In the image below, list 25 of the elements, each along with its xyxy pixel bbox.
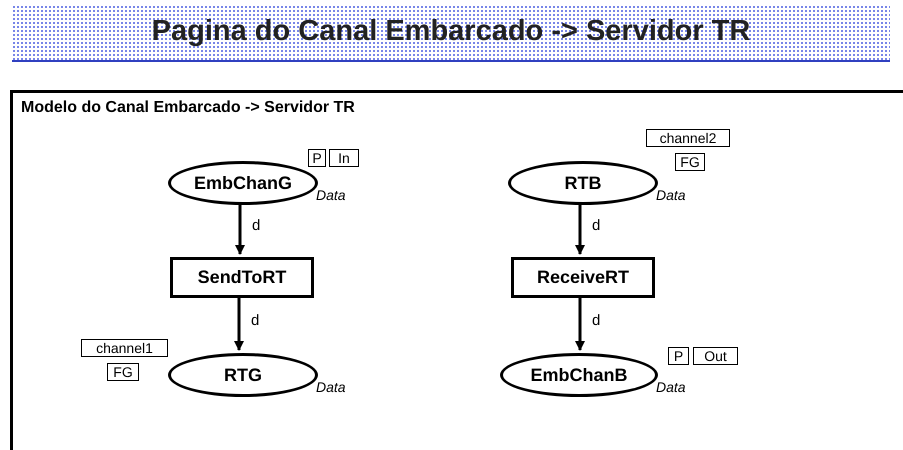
type-label: Data (656, 187, 686, 203)
transition-box: ReceiveRT (511, 257, 655, 298)
tag-box: channel1 (81, 339, 168, 357)
edge-label: d (590, 312, 602, 328)
page-title: Pagina do Canal Embarcado -> Servidor TR (150, 14, 752, 49)
frame-title: Modelo do Canal Embarcado -> Servidor TR (21, 99, 355, 117)
edge-label: d (249, 312, 262, 328)
tag-box: P (668, 347, 689, 365)
arc-arrow (235, 202, 245, 255)
place-ellipse: RTB (508, 161, 658, 205)
place-ellipse: RTG (168, 353, 318, 397)
transition-box: SendToRT (170, 257, 314, 298)
place-ellipse: EmbChanG (168, 161, 318, 205)
tag-box: channel2 (646, 129, 730, 147)
tag-box: Out (693, 347, 738, 365)
type-label: Data (316, 187, 346, 203)
tag-box: In (329, 149, 359, 167)
model-frame (10, 90, 903, 450)
type-label: Data (316, 379, 346, 395)
tag-box: FG (107, 363, 139, 381)
tag-box: FG (675, 153, 705, 171)
tag-box: P (308, 149, 326, 167)
arc-arrow (575, 202, 585, 255)
place-ellipse: EmbChanB (500, 353, 658, 397)
type-label: Data (656, 379, 686, 395)
